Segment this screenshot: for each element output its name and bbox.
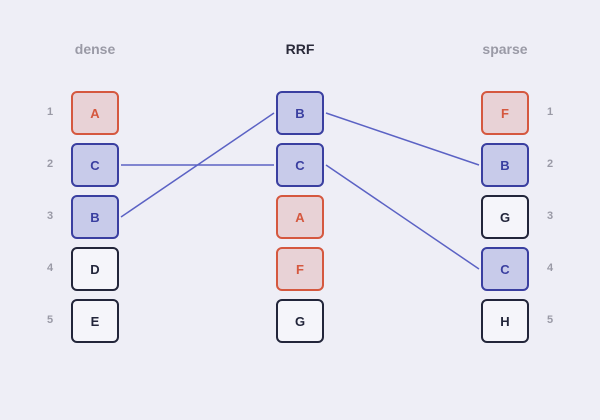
sparse-item-h: H	[481, 299, 529, 343]
rrf-item-a: A	[276, 195, 324, 239]
rrf-item-b: B	[276, 91, 324, 135]
rank-label-left-3: 3	[46, 210, 54, 222]
dense-item-c: C	[71, 143, 119, 187]
rrf-item-g: G	[276, 299, 324, 343]
dense-item-e: E	[71, 299, 119, 343]
sparse-item-c: C	[481, 247, 529, 291]
rank-label-right-2: 2	[546, 158, 554, 170]
rank-label-right-5: 5	[546, 314, 554, 326]
dense-column-header: dense	[74, 41, 116, 57]
rank-label-left-5: 5	[46, 314, 54, 326]
rrf-column-header: RRF	[285, 41, 315, 57]
rrf-item-c: C	[276, 143, 324, 187]
link-rrf-1-to-sparse-2	[325, 112, 480, 166]
sparse-column-header: sparse	[482, 41, 528, 57]
dense-item-a: A	[71, 91, 119, 135]
sparse-item-g: G	[481, 195, 529, 239]
rank-label-right-3: 3	[546, 210, 554, 222]
rank-label-right-4: 4	[546, 262, 554, 274]
rank-label-right-1: 1	[546, 106, 554, 118]
rank-label-left-4: 4	[46, 262, 54, 274]
dense-item-b: B	[71, 195, 119, 239]
dense-item-d: D	[71, 247, 119, 291]
sparse-item-b: B	[481, 143, 529, 187]
link-rrf-2-to-sparse-4	[325, 164, 480, 270]
rank-label-left-1: 1	[46, 106, 54, 118]
sparse-item-f: F	[481, 91, 529, 135]
rank-label-left-2: 2	[46, 158, 54, 170]
link-dense-3-to-rrf-1	[120, 112, 275, 218]
rrf-item-f: F	[276, 247, 324, 291]
